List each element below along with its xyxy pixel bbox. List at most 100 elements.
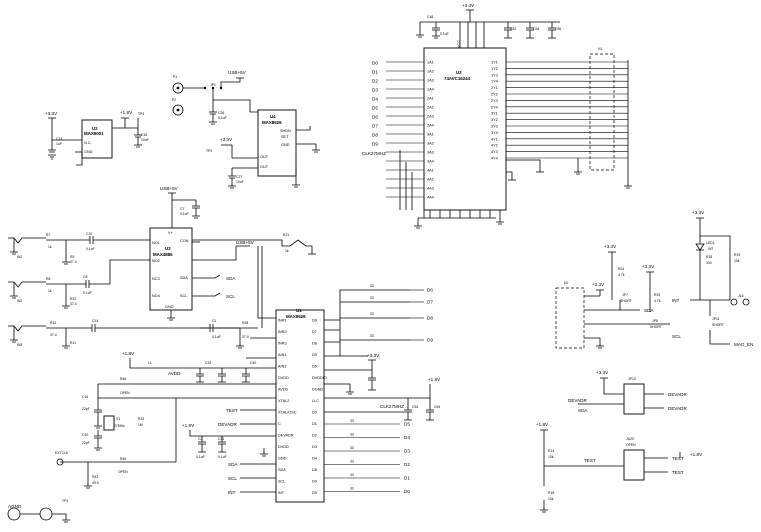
buffer-right-pin: 4Y1 <box>491 137 498 141</box>
r8-label: R8 <box>46 277 50 281</box>
u1-part: MAX9526 <box>286 314 306 319</box>
r9-value: 37.4 <box>70 260 77 264</box>
r45-label: R45 <box>120 457 126 461</box>
y1-value: 27MHz <box>114 424 125 428</box>
buffer-right-pins: 1Y11Y21Y31Y42Y12Y22Y32Y43Y13Y23Y33Y44Y14… <box>491 61 628 161</box>
r32-label: R32 <box>138 417 144 421</box>
u3-sda-net: SDA <box>226 276 236 281</box>
u1-left-pins: INR1INR2INR3AIN1AIN2DVDDAVDDXTAL2XTAL/OS… <box>278 319 297 496</box>
j16-label: J16 <box>738 294 744 298</box>
d-label-bottom: D1 <box>404 476 410 481</box>
c26-label: C26 <box>218 111 224 115</box>
u1-right-pin: D9 <box>312 353 317 357</box>
u1-right-pin: LLC <box>312 399 319 403</box>
data-bus-label: D6 <box>372 115 378 120</box>
buffer-left-pin: 3A3 <box>427 151 434 155</box>
u4-pin-gnd: GND <box>281 143 290 147</box>
c56-label: C56 <box>555 27 561 31</box>
u1-ref: U1 <box>296 308 302 313</box>
u3-pin-nc3: NC3 <box>152 277 160 281</box>
u3-scl-net: SCL <box>226 294 235 299</box>
buffer-left-pin: 1A1 <box>427 61 434 65</box>
c15-value: 10uF <box>141 138 149 142</box>
tp2-label: TP2 <box>206 149 212 153</box>
l1-label: L1 <box>148 361 152 365</box>
r14-label: R14 <box>548 449 554 453</box>
buf-ref: U2 <box>456 70 462 75</box>
buffer-left-pin: 2A4 <box>427 124 434 128</box>
buffer-left-pin: 3A2 <box>427 142 434 146</box>
c26-value: 0.1uF <box>218 116 227 120</box>
d-label-bottom: D5 <box>404 422 410 427</box>
u1-left-pin: C <box>278 422 281 426</box>
v18-label-dvdd: +1.8V <box>182 423 195 428</box>
c48-value: 0.1uF <box>440 32 449 36</box>
v33-label-buf: +3.3V <box>462 3 475 8</box>
r43-label: R43 <box>92 475 98 479</box>
u1-left-pin: GND <box>278 457 287 461</box>
u1-left-pin: SCL <box>278 480 285 484</box>
r21-label: R21 <box>283 233 289 237</box>
u3-part: MAX4886 <box>153 252 173 257</box>
r25-label: R25 <box>654 293 660 297</box>
c52-label: C52 <box>510 27 516 31</box>
c27-label: C27 <box>236 175 242 179</box>
c15-label: C15 <box>141 133 147 137</box>
jp8-value: SHORT <box>650 325 662 329</box>
jp13-label: JP13 <box>628 377 636 381</box>
data-bus-label: D8 <box>372 133 378 138</box>
in2-label: IN2 <box>17 299 22 303</box>
u1-right-pin: DGND <box>312 388 323 392</box>
v18-label-ju20: +1.8V <box>536 422 549 427</box>
c1-label: C1 <box>212 319 216 323</box>
led1-diode <box>695 243 705 251</box>
u1-scl-net: SCL <box>228 476 237 481</box>
r7-label: R7 <box>46 233 50 237</box>
buffer-right-pin: 2Y1 <box>491 86 498 90</box>
c20-label: C20 <box>82 433 88 437</box>
series-resistor-value: 33 <box>350 460 354 464</box>
j16-connector <box>742 298 750 306</box>
p2-connector <box>172 104 184 116</box>
r9-label: R9 <box>70 255 74 259</box>
u4-ref: U4 <box>270 114 276 119</box>
led1-label: LED1 <box>706 241 715 245</box>
u2-pin-nc: N.C. <box>84 141 92 145</box>
r28-value: 37.4 <box>242 335 249 339</box>
r24-label: R24 <box>618 267 624 271</box>
ju20-test-out: TEST <box>672 456 684 461</box>
c31-label: C31 <box>218 437 224 441</box>
series-resistor-value: 33 <box>370 334 374 338</box>
buffer-right-pin: 3Y3 <box>491 125 498 129</box>
jp13-header <box>623 383 645 415</box>
u1-left-pin: INR3 <box>278 342 287 346</box>
u3-max4886-chip <box>149 227 193 311</box>
buffer-right-pin: 1Y1 <box>491 61 498 65</box>
u1-right-pin: D9 <box>312 480 317 484</box>
c10-value: 0.1uF <box>86 247 95 251</box>
buffer-left-pin: 2A2 <box>427 106 434 110</box>
r45-value: OPEN <box>118 470 128 474</box>
h2-sda-net: SDA <box>644 308 654 313</box>
p2-label: P2 <box>172 98 176 102</box>
c13-value: 1uF <box>56 142 62 146</box>
u1-right-pin: D9 <box>312 491 317 495</box>
tp1-label: TP1 <box>62 499 68 503</box>
r43-value: 49.9 <box>92 481 99 485</box>
p1-label: P1 <box>173 75 177 79</box>
jp1-label: JP1 <box>210 83 216 87</box>
r28-label: R28 <box>242 321 248 325</box>
int-net-right: INT <box>672 298 680 303</box>
c8-label: C8 <box>83 275 87 279</box>
buffer-left-pin: 2A3 <box>427 115 434 119</box>
buffer-right-pin: 1Y2 <box>491 67 498 71</box>
jp13-devadr-net: DEVADR <box>568 398 587 403</box>
avdd-label: AVDD <box>168 371 181 376</box>
u1-left-pin: INR2 <box>278 330 287 334</box>
u1-right-pin: D2 <box>312 434 317 438</box>
u3-pin-gnd: GND <box>165 305 174 309</box>
